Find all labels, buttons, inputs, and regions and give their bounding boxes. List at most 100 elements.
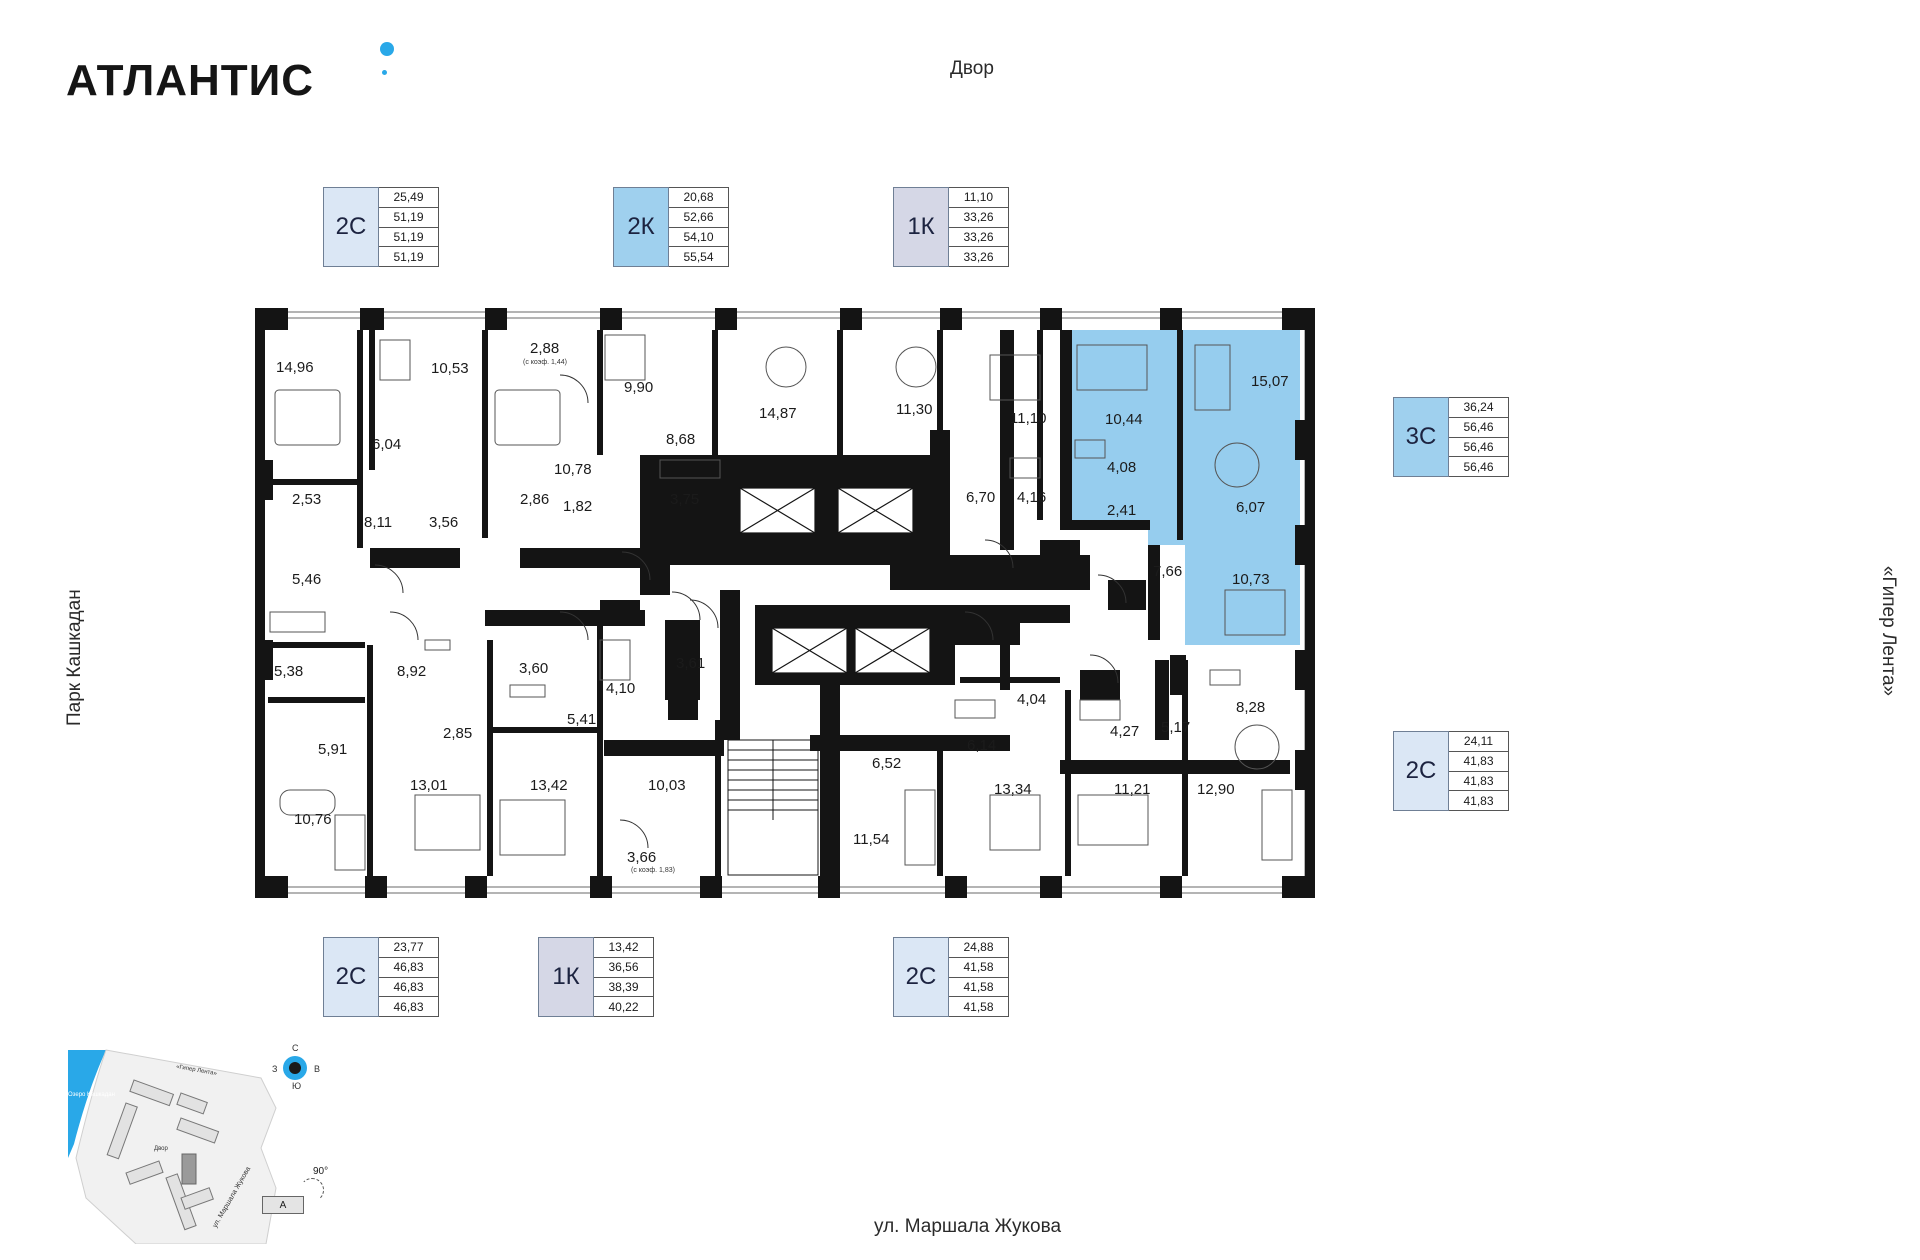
room-area: 15,07: [1251, 373, 1289, 390]
room-area: 6,14: [967, 737, 997, 754]
apartment-type: 2С: [323, 937, 379, 1017]
room-area: 2,85: [443, 725, 473, 742]
area-full: 55,54: [683, 249, 714, 264]
room-area: 10,03: [648, 777, 686, 794]
room-area: 8,92: [397, 663, 427, 680]
room-area: 8,68: [666, 431, 696, 448]
room-area: 8,28: [1236, 699, 1266, 716]
area-living: 20,68: [669, 188, 728, 208]
room-area: 14,87: [759, 405, 797, 422]
area-with-balcony: 54,10: [669, 228, 728, 248]
area-with-balcony: 51,19: [379, 228, 438, 248]
compass-north: С: [292, 1043, 299, 1053]
area-full: 33,26: [963, 249, 994, 264]
room-area: 4,04: [1017, 691, 1047, 708]
apartment-card-right-2[interactable]: 2С 24,11 41,83 41,83 41,83: [1393, 731, 1509, 811]
area-full: 51,19: [393, 249, 424, 264]
area-living: 23,77: [379, 938, 438, 958]
minimap-yard-label: Двор: [154, 1146, 169, 1152]
room-area: 5,41: [567, 711, 597, 728]
apartment-areas: 24,11 41,83 41,83 41,83: [1449, 731, 1509, 811]
area-living: 25,49: [379, 188, 438, 208]
room-area: 3,56: [429, 514, 459, 531]
room-area: 13,34: [994, 781, 1032, 798]
staircase: [727, 739, 819, 876]
area-with-balcony: 41,83: [1449, 772, 1508, 792]
apartment-areas: 36,24 56,46 56,46 56,46: [1449, 397, 1509, 477]
room-area: 10,44: [1105, 411, 1143, 428]
apartment-card-right-1[interactable]: 3С 36,24 56,46 56,46 56,46: [1393, 397, 1509, 477]
compass-east: В: [314, 1064, 321, 1074]
minimap-lake-label: Озеро Кашкадан: [68, 1092, 115, 1098]
area-total: 56,46: [1449, 418, 1508, 438]
room-area: 6,52: [872, 755, 902, 772]
room-area: 10,76: [294, 811, 332, 828]
apartment-type: 2С: [1393, 731, 1449, 811]
area-full: 41,58: [963, 999, 994, 1014]
rotation-arrow-icon: [300, 1178, 324, 1202]
room-area: 4,08: [1107, 459, 1137, 476]
orientation-top-label: Двор: [950, 58, 994, 79]
room-area: 4,27: [1110, 723, 1140, 740]
area-total: 41,58: [949, 958, 1008, 978]
apartment-areas: 11,10 33,26 33,26 33,26: [949, 187, 1009, 267]
minimap-angle-label: 90°: [313, 1166, 329, 1177]
room-area: 8,11: [364, 514, 393, 531]
area-with-balcony: 46,83: [379, 978, 438, 998]
room-area: 6,04: [372, 436, 402, 453]
area-living: 24,88: [949, 938, 1008, 958]
area-total: 36,56: [594, 958, 653, 978]
apartment-card-bottom-2[interactable]: 1К 13,42 36,56 38,39 40,22: [538, 937, 654, 1017]
apartment-type: 1К: [538, 937, 594, 1017]
room-area: 3,60: [519, 660, 549, 677]
area-living: 13,42: [594, 938, 653, 958]
room-area: 11,54: [853, 831, 890, 848]
room-area: 3,66: [627, 849, 657, 866]
room-area: 2,88: [530, 340, 560, 357]
room-area-coefficient: (с коэф. 1,44): [523, 359, 567, 366]
area-total: 51,19: [379, 208, 438, 228]
logo-dot-small-icon: [382, 70, 387, 75]
compass-west: З: [272, 1064, 278, 1074]
room-area: 3,75: [670, 491, 700, 508]
apartment-type: 2К: [613, 187, 669, 267]
room-area: 1,82: [563, 498, 593, 515]
room-area: 5,38: [274, 663, 304, 680]
apartment-type: 2С: [893, 937, 949, 1017]
apartment-areas: 25,49 51,19 51,19 51,19: [379, 187, 439, 267]
site-minimap-drawing: Озеро Кашкадан «Гипер Лента» Двор ул. Ма…: [68, 1049, 277, 1245]
logo-dot-icon: [380, 42, 394, 56]
site-minimap: Озеро Кашкадан «Гипер Лента» Двор ул. Ма…: [66, 1048, 336, 1245]
apartment-card-top-2[interactable]: 2К 20,68 52,66 54,10 55,54: [613, 187, 729, 267]
room-area-coefficient: (с коэф. 1,83): [631, 867, 675, 874]
room-area: 4,10: [606, 680, 636, 697]
apartment-type: 3С: [1393, 397, 1449, 477]
room-area: 5,17: [1161, 719, 1191, 736]
room-area: 11,10: [1010, 410, 1047, 427]
area-with-balcony: 56,46: [1449, 438, 1508, 458]
area-with-balcony: 33,26: [949, 228, 1008, 248]
room-area: 2,53: [292, 491, 322, 508]
apartment-areas: 20,68 52,66 54,10 55,54: [669, 187, 729, 267]
room-area: 5,46: [292, 571, 322, 588]
room-area: 2,86: [520, 491, 550, 508]
area-living: 36,24: [1449, 398, 1508, 418]
apartment-card-top-3[interactable]: 1К 11,10 33,26 33,26 33,26: [893, 187, 1009, 267]
room-area: 14,96: [276, 359, 314, 376]
room-area: 6,70: [966, 489, 996, 506]
room-area: 10,53: [431, 360, 469, 377]
highlighted-apartment: [1070, 330, 1300, 645]
apartment-card-top-1[interactable]: 2С 25,49 51,19 51,19 51,19: [323, 187, 439, 267]
area-with-balcony: 41,58: [949, 978, 1008, 998]
apartment-card-bottom-3[interactable]: 2С 24,88 41,58 41,58 41,58: [893, 937, 1009, 1017]
apartment-areas: 13,42 36,56 38,39 40,22: [594, 937, 654, 1017]
area-total: 46,83: [379, 958, 438, 978]
apartment-card-bottom-1[interactable]: 2С 23,77 46,83 46,83 46,83: [323, 937, 439, 1017]
compass-inner: [289, 1062, 301, 1074]
room-area: 6,07: [1236, 499, 1266, 516]
room-area: 4,16: [1017, 489, 1047, 506]
orientation-bottom-label: ул. Маршала Жукова: [874, 1216, 1062, 1237]
area-full: 40,22: [608, 999, 639, 1014]
